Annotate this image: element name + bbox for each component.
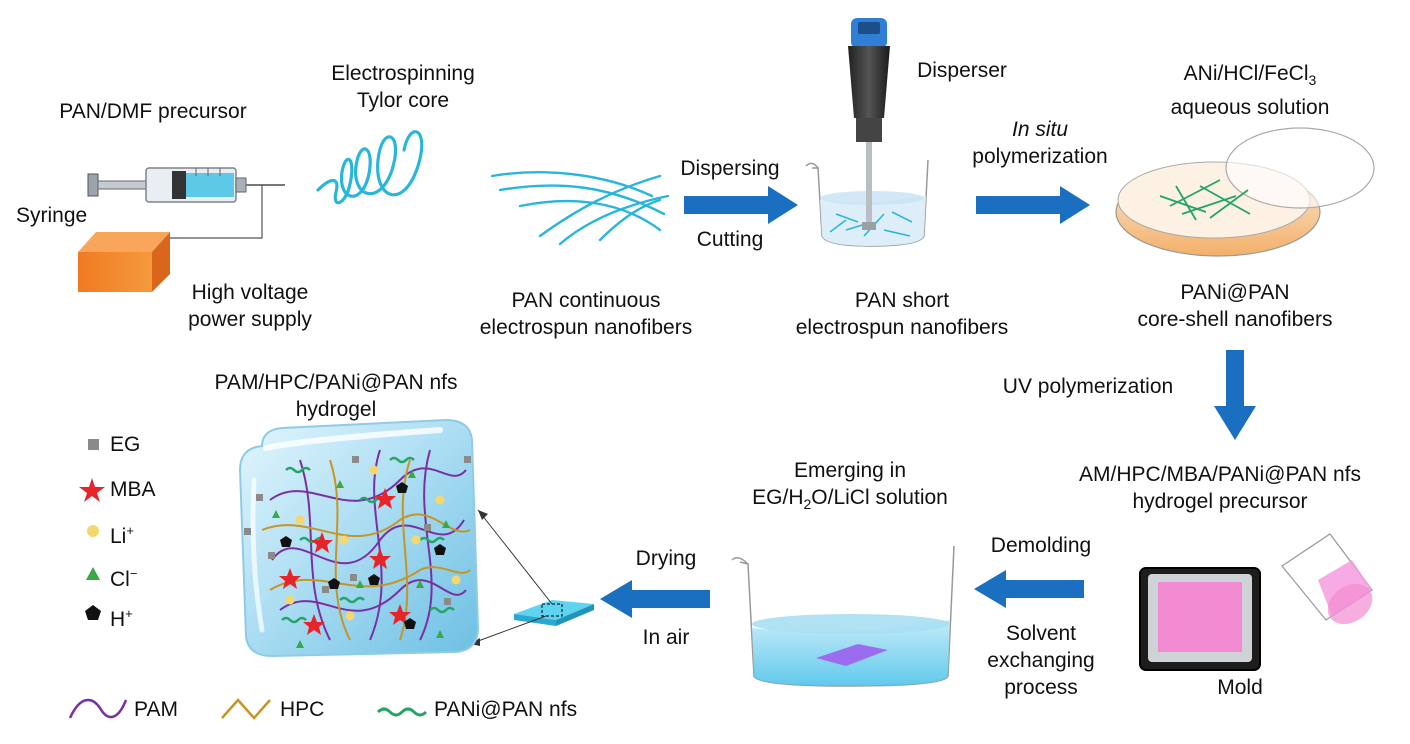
legend-pani-line-icon: [376, 707, 428, 717]
legend-pani-label: PANi@PAN nfs: [434, 698, 578, 721]
legend-eg-square-icon: [88, 439, 99, 450]
arrow-demolding: [974, 570, 1084, 608]
label-demolding: Demolding: [990, 534, 1092, 557]
legend-cl-label: Cl−: [110, 566, 138, 591]
mold-icon: [1139, 567, 1261, 671]
arrow-drying: [600, 580, 710, 618]
zoom-line-bottom: [469, 615, 547, 645]
legend-cl-triangle-icon: [86, 567, 100, 580]
wire-line: [160, 185, 263, 239]
zoom-line-top: [477, 509, 553, 605]
legend-h-label: H+: [110, 606, 133, 631]
syringe-icon: [87, 167, 285, 203]
tylor-core-icon: [316, 130, 424, 205]
label-syringe: Syringe: [16, 204, 88, 227]
label-in-air: In air: [642, 626, 690, 649]
legend-hpc-label: HPC: [280, 698, 325, 721]
label-pan-dmf-precursor: PAN/DMF precursor: [59, 100, 247, 123]
legend-pam-label: PAM: [134, 698, 178, 721]
tilted-cup-icon: [1281, 533, 1373, 625]
arrow-uv: [1214, 350, 1256, 440]
legend-h-pentagon-icon: [85, 605, 101, 620]
disperser-icon: [848, 18, 890, 230]
beaker-solvent-exchange-icon: [731, 545, 955, 687]
power-supply-icon: [78, 232, 170, 292]
arrow-dispersing: [684, 186, 798, 224]
label-drying: Drying: [635, 547, 697, 570]
hydrogel-cube-icon: [238, 418, 480, 658]
legend-hpc-line-icon: [221, 698, 271, 720]
label-uv-polymerization: UV polymerization: [1002, 375, 1174, 398]
legend-pam-line-icon: [68, 698, 128, 719]
legend-li-circle-icon: [87, 525, 99, 537]
legend-mba-label: MBA: [110, 478, 156, 501]
label-emerging: Emerging in EG/H2O/LiCl solution: [752, 459, 948, 513]
label-dispersing: Dispersing: [680, 157, 780, 180]
label-ani-solution: ANi/HCl/FeCl3 aqueous solution: [1170, 62, 1330, 120]
hydrogel-slab-icon: [514, 600, 594, 626]
petri-dish-icon: [1115, 127, 1375, 257]
label-disperser: Disperser: [917, 59, 1007, 82]
legend-mba-star-icon: [79, 478, 105, 502]
label-mold: Mold: [1217, 676, 1263, 699]
legend-li-label: Li+: [110, 523, 134, 548]
arrow-polymerization: [976, 186, 1090, 224]
label-cutting: Cutting: [696, 228, 764, 251]
legend-eg-label: EG: [110, 433, 141, 456]
continuous-nanofibers-icon: [490, 171, 670, 246]
